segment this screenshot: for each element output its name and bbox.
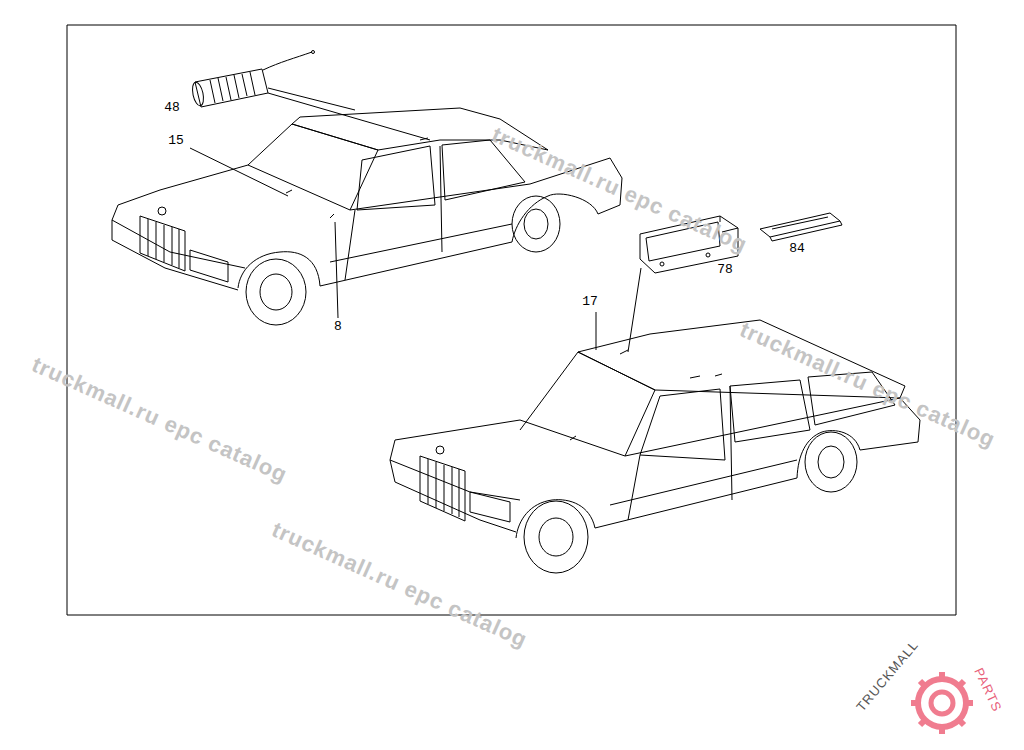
logo-gear <box>918 679 966 727</box>
logo-gear <box>911 672 973 734</box>
callout-number: 8 <box>332 320 344 334</box>
estate-car <box>436 446 444 454</box>
sedan-car <box>320 242 512 286</box>
estate-car <box>520 352 655 456</box>
estate-car <box>640 389 725 460</box>
sedan-car <box>345 146 442 280</box>
sedan-car <box>140 216 185 271</box>
estate-car <box>420 456 465 521</box>
estate-car <box>818 446 844 478</box>
cover-part <box>770 221 842 241</box>
lamp-part <box>191 81 206 107</box>
callout-number: 78 <box>715 263 735 277</box>
logo-gear <box>931 692 953 714</box>
estate-car <box>428 459 459 517</box>
estate-car <box>524 501 588 573</box>
callout-number: 17 <box>580 295 600 309</box>
estate-car <box>628 386 732 520</box>
callout-number: 84 <box>787 242 807 256</box>
estate-car <box>570 350 722 440</box>
estate-car <box>625 398 920 456</box>
estate-car <box>595 478 797 528</box>
watermark: truckmall.ru epc catalog <box>269 518 532 653</box>
leader-line <box>190 148 288 196</box>
frame <box>67 25 956 615</box>
sedan-car <box>260 274 292 310</box>
sedan-car <box>330 224 512 262</box>
cover-part <box>760 213 840 237</box>
sedan-car <box>524 209 548 239</box>
leader-line <box>190 88 641 352</box>
leader-line <box>268 93 430 140</box>
housing-part <box>660 262 664 266</box>
estate-car <box>395 420 625 456</box>
cover-part <box>772 217 828 229</box>
logo-text: PARTS <box>972 666 1005 715</box>
lamp-part <box>195 69 268 107</box>
sedan-car <box>238 252 320 288</box>
leader-line <box>268 88 355 110</box>
callout-number: 48 <box>162 101 182 115</box>
sedan-car <box>357 146 435 210</box>
lamp-part <box>210 72 255 103</box>
watermark: truckmall.ru epc catalog <box>29 353 292 488</box>
watermark: truckmall.ru epc catalog <box>737 318 1000 453</box>
estate-car <box>805 432 857 492</box>
cover-part <box>760 213 842 241</box>
watermark: truckmall.ru epc catalog <box>489 123 752 258</box>
sedan-car <box>512 196 560 252</box>
lamp-part <box>263 52 312 70</box>
sedan-car <box>246 259 306 325</box>
leader-line <box>335 222 338 318</box>
sedan-car <box>112 205 245 268</box>
estate-car <box>390 440 520 500</box>
estate-car <box>470 492 510 522</box>
sedan-car <box>158 207 166 215</box>
callout-number: 15 <box>166 134 186 148</box>
estate-car <box>730 380 810 442</box>
sedan-car <box>512 194 598 242</box>
estate-car <box>610 460 797 505</box>
sedan-car <box>190 250 228 282</box>
sedan-car <box>286 138 428 218</box>
housing-part <box>706 253 710 257</box>
lamp-part <box>191 51 315 108</box>
sedan-car <box>118 165 350 210</box>
leader-line <box>596 312 597 350</box>
sedan-car <box>148 219 179 268</box>
lamp-part <box>312 51 315 54</box>
estate-car <box>390 320 920 573</box>
sedan-car <box>112 108 622 325</box>
logo-gear <box>911 672 973 734</box>
estate-car <box>539 518 573 556</box>
